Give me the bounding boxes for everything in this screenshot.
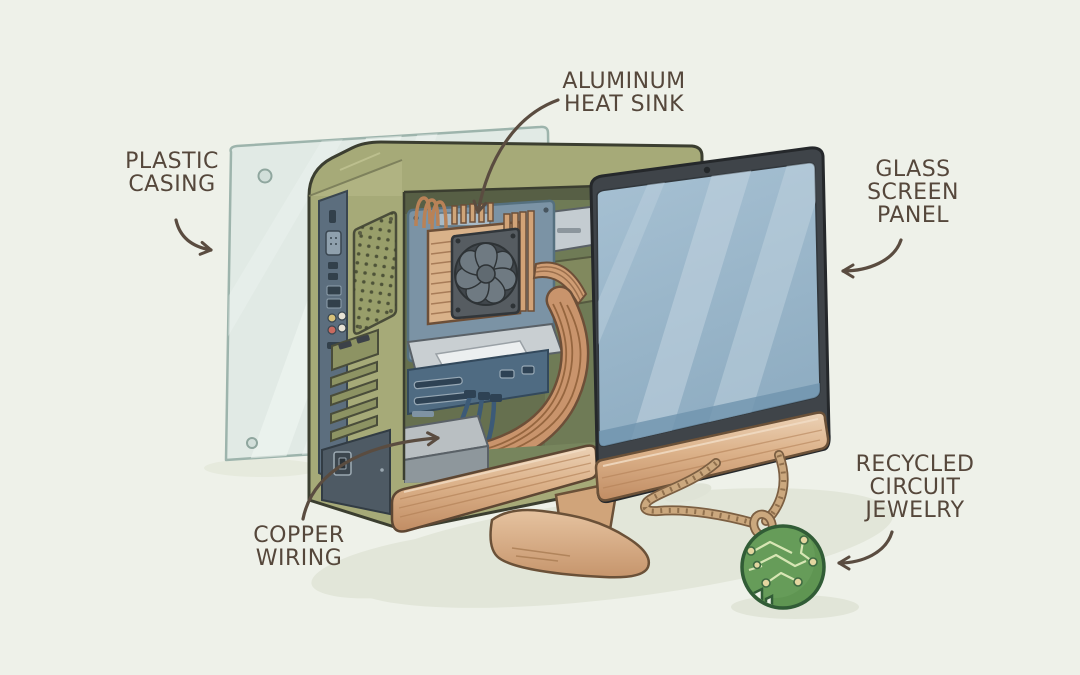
- glass-screen-panel-arrow: [841, 238, 903, 279]
- tower-case: [307, 140, 704, 532]
- expansion-slot-covers: [330, 360, 378, 443]
- copper-coil: [414, 196, 448, 231]
- cpu-fan: [450, 227, 521, 320]
- audio-jack: [327, 313, 337, 323]
- audio-jack: [337, 323, 347, 333]
- plastic-casing-arrow: [174, 218, 213, 256]
- copper-wiring-bundle: [461, 285, 590, 473]
- front-usb-plate: [331, 328, 379, 372]
- aluminum-heat-sink-arrow: [472, 98, 560, 214]
- label-line: CASING: [128, 172, 216, 197]
- label-line: PLASTIC: [125, 149, 219, 174]
- copper-wiring-arrow: [301, 431, 440, 521]
- label-line: CIRCUIT: [869, 475, 961, 500]
- label-line: COPPER: [253, 523, 345, 548]
- gpu-card: [406, 322, 564, 417]
- webcam-dot: [703, 166, 711, 174]
- panel-screw-hole: [257, 168, 273, 184]
- recycled-circuit-jewelry-arrow: [837, 530, 894, 571]
- label-line: HEAT SINK: [563, 92, 685, 117]
- panel-screw-hole: [246, 437, 258, 449]
- audio-jack: [327, 325, 337, 335]
- label-line: PANEL: [876, 203, 950, 228]
- label-line: JEWELRY: [865, 498, 965, 523]
- label-line: GLASS: [875, 157, 951, 182]
- label-recycled-circuit-jewelry: RECYCLED CIRCUIT JEWELRY: [856, 453, 975, 522]
- label-line: SCREEN: [867, 180, 959, 205]
- monitor: [589, 146, 831, 504]
- tower-base-bar: [390, 444, 599, 533]
- audio-jack: [337, 311, 347, 321]
- label-glass-screen-panel: GLASS SCREEN PANEL: [867, 158, 959, 227]
- label-aluminum-heat-sink: ALUMINUM HEAT SINK: [562, 70, 685, 116]
- tower-interior: [404, 186, 600, 483]
- vent-grille: [352, 211, 398, 335]
- label-line: WIRING: [255, 546, 343, 571]
- label-copper-wiring: COPPER WIRING: [253, 524, 344, 570]
- label-line: ALUMINUM: [562, 69, 686, 94]
- circuit-pendant: [740, 524, 826, 610]
- io-panel: [318, 189, 348, 488]
- label-plastic-casing: PLASTIC CASING: [125, 150, 219, 196]
- monitor-chin: [594, 411, 830, 502]
- label-line: RECYCLED: [855, 452, 975, 477]
